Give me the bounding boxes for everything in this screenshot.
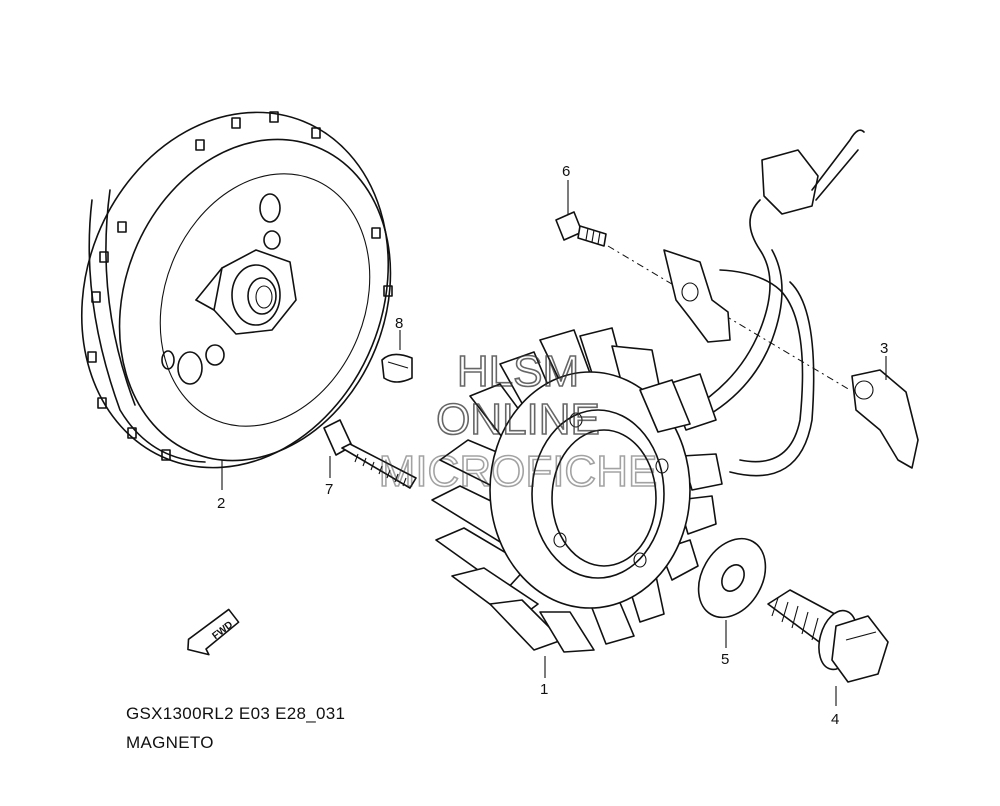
part-stator[interactable]: [431, 129, 865, 653]
part-flange-bolt[interactable]: [767, 589, 889, 683]
callout-3: 3: [880, 340, 888, 357]
watermark-line-3: MICROFICHE: [379, 447, 658, 496]
callout-4: 4: [831, 711, 839, 728]
part-rotor-flywheel[interactable]: [30, 66, 441, 514]
part-clamp-plate[interactable]: [851, 369, 919, 469]
diagram-code-caption: GSX1300RL2 E03 E28_031: [126, 704, 346, 723]
leader-lines: [221, 180, 887, 706]
diagram-name-caption: MAGNETO: [126, 733, 214, 752]
part-long-bolt[interactable]: [323, 419, 417, 489]
part-washer[interactable]: [685, 527, 779, 630]
callout-5: 5: [721, 651, 729, 668]
fwd-direction-badge: FWD: [187, 608, 240, 656]
callout-7: 7: [325, 481, 333, 498]
part-woodruff-key[interactable]: [381, 353, 413, 383]
part-small-screw[interactable]: [555, 211, 607, 247]
callout-2: 2: [217, 495, 225, 512]
watermark: HLSM ONLINE MICROFICHE: [378, 346, 658, 497]
callout-8: 8: [395, 315, 403, 332]
watermark-line-2: ONLINE: [436, 395, 600, 444]
callout-labels: 1 2 3 4 5 6 7 8: [217, 163, 888, 728]
callout-6: 6: [562, 163, 570, 180]
callout-1: 1: [540, 681, 548, 698]
watermark-line-1: HLSM: [457, 347, 579, 396]
